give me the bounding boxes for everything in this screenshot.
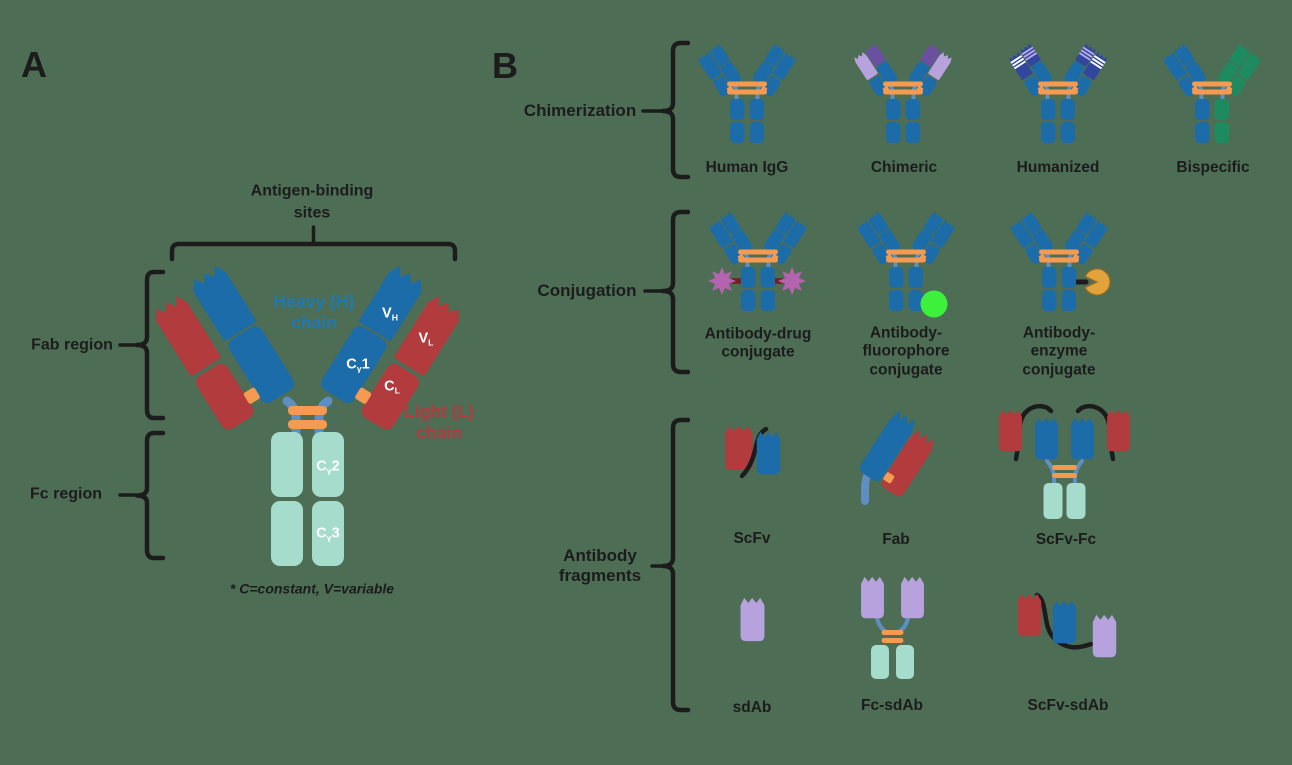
chimeric-antibody-icon <box>852 43 953 143</box>
panel-b-label: B <box>492 44 518 86</box>
constant-variable-footnote: * C=constant, V=variable <box>229 580 395 597</box>
antibody-enzyme-conjugate-icon <box>1008 211 1110 311</box>
disulfide-bond-bottom <box>288 420 327 429</box>
enzyme-pacman-icon <box>1084 268 1111 296</box>
group-label-antibody-fragments: Antibody fragments <box>558 545 642 585</box>
item-label-scfv-fc: ScFv-Fc <box>1035 530 1097 548</box>
fc-domain-cg3-left <box>271 501 303 566</box>
domain-label-cg2: Cγ2 <box>316 458 340 476</box>
item-label-fab: Fab <box>882 530 910 548</box>
item-label-bispecific: Bispecific <box>1176 158 1250 176</box>
drug-star-left-icon <box>708 267 736 295</box>
fab-region-label: Fab region <box>31 336 113 354</box>
fc-domain-cg3-right <box>312 501 344 566</box>
antigen-binding-bracket <box>169 241 458 262</box>
fab-region-brace <box>134 269 166 421</box>
item-label-scfv: ScFv <box>733 529 771 547</box>
sdab-icon <box>740 597 765 642</box>
item-label-antibody-drug-conjugate: Antibody-drug conjugate <box>704 325 812 361</box>
fab-icon <box>857 408 938 505</box>
fragments-brace <box>660 417 691 713</box>
domain-label-cl: CL <box>384 378 400 396</box>
item-label-chimeric: Chimeric <box>870 158 938 176</box>
fc-domain-cg2-right <box>312 432 344 497</box>
domain-label-cg3: Cγ3 <box>316 525 340 543</box>
antibody-drug-conjugate-icon <box>707 211 808 311</box>
domain-label-vl: VL <box>418 330 434 348</box>
fc-sdab-icon <box>861 576 924 679</box>
heavy-chain-label: Heavy (H) chain <box>273 291 355 332</box>
fluorophore-icon <box>920 290 948 318</box>
item-label-human-igg: Human IgG <box>705 158 789 176</box>
domain-label-cg1: Cγ1 <box>346 356 370 374</box>
igg-antibody-diagram <box>148 262 467 566</box>
chimerization-brace <box>660 40 691 180</box>
panel-a-antibody-structure <box>118 225 467 566</box>
antigen-binding-sites-label: Antigen-binding sites <box>250 182 374 221</box>
human-igg-icon <box>696 43 797 143</box>
left-arm <box>148 262 298 433</box>
conjugation-brace <box>660 209 691 375</box>
item-label-antibody-fluorophore-conjugate: Antibody-fluorophore conjugate <box>862 324 950 379</box>
scfv-sdab-icon <box>1017 592 1117 658</box>
scfv-linker <box>739 426 769 479</box>
group-label-conjugation: Conjugation <box>537 280 637 300</box>
light-chain-label: Light (L) chain <box>404 401 474 442</box>
humanized-antibody-icon <box>1007 43 1108 143</box>
group-label-chimerization: Chimerization <box>523 100 637 120</box>
item-label-scfv-sdab: ScFv-sdAb <box>1027 696 1109 714</box>
domain-label-vh: VH <box>382 305 398 323</box>
hinge-connector-right <box>314 396 333 439</box>
scfv-fc-icon <box>999 403 1130 519</box>
item-label-sdab: sdAb <box>732 698 772 716</box>
disulfide-bond-top <box>288 406 327 415</box>
item-label-fc-sdab: Fc-sdAb <box>861 696 923 714</box>
hinge-connector-left <box>282 396 301 439</box>
fc-region-brace <box>134 430 166 561</box>
item-label-antibody-enzyme-conjugate: Antibody-enzyme conjugate <box>1022 324 1096 379</box>
panel-a-label: A <box>21 43 47 85</box>
antibody-fluorophore-conjugate-icon <box>855 211 956 318</box>
fc-domain-cg2-left <box>271 432 303 497</box>
scfv-icon <box>725 425 781 479</box>
drug-star-right-icon <box>778 267 806 295</box>
bispecific-antibody-icon <box>1161 43 1262 143</box>
item-label-humanized: Humanized <box>1016 158 1100 176</box>
panel-b-engineered-antibodies <box>641 40 1263 713</box>
fc-region-label: Fc region <box>29 485 103 503</box>
